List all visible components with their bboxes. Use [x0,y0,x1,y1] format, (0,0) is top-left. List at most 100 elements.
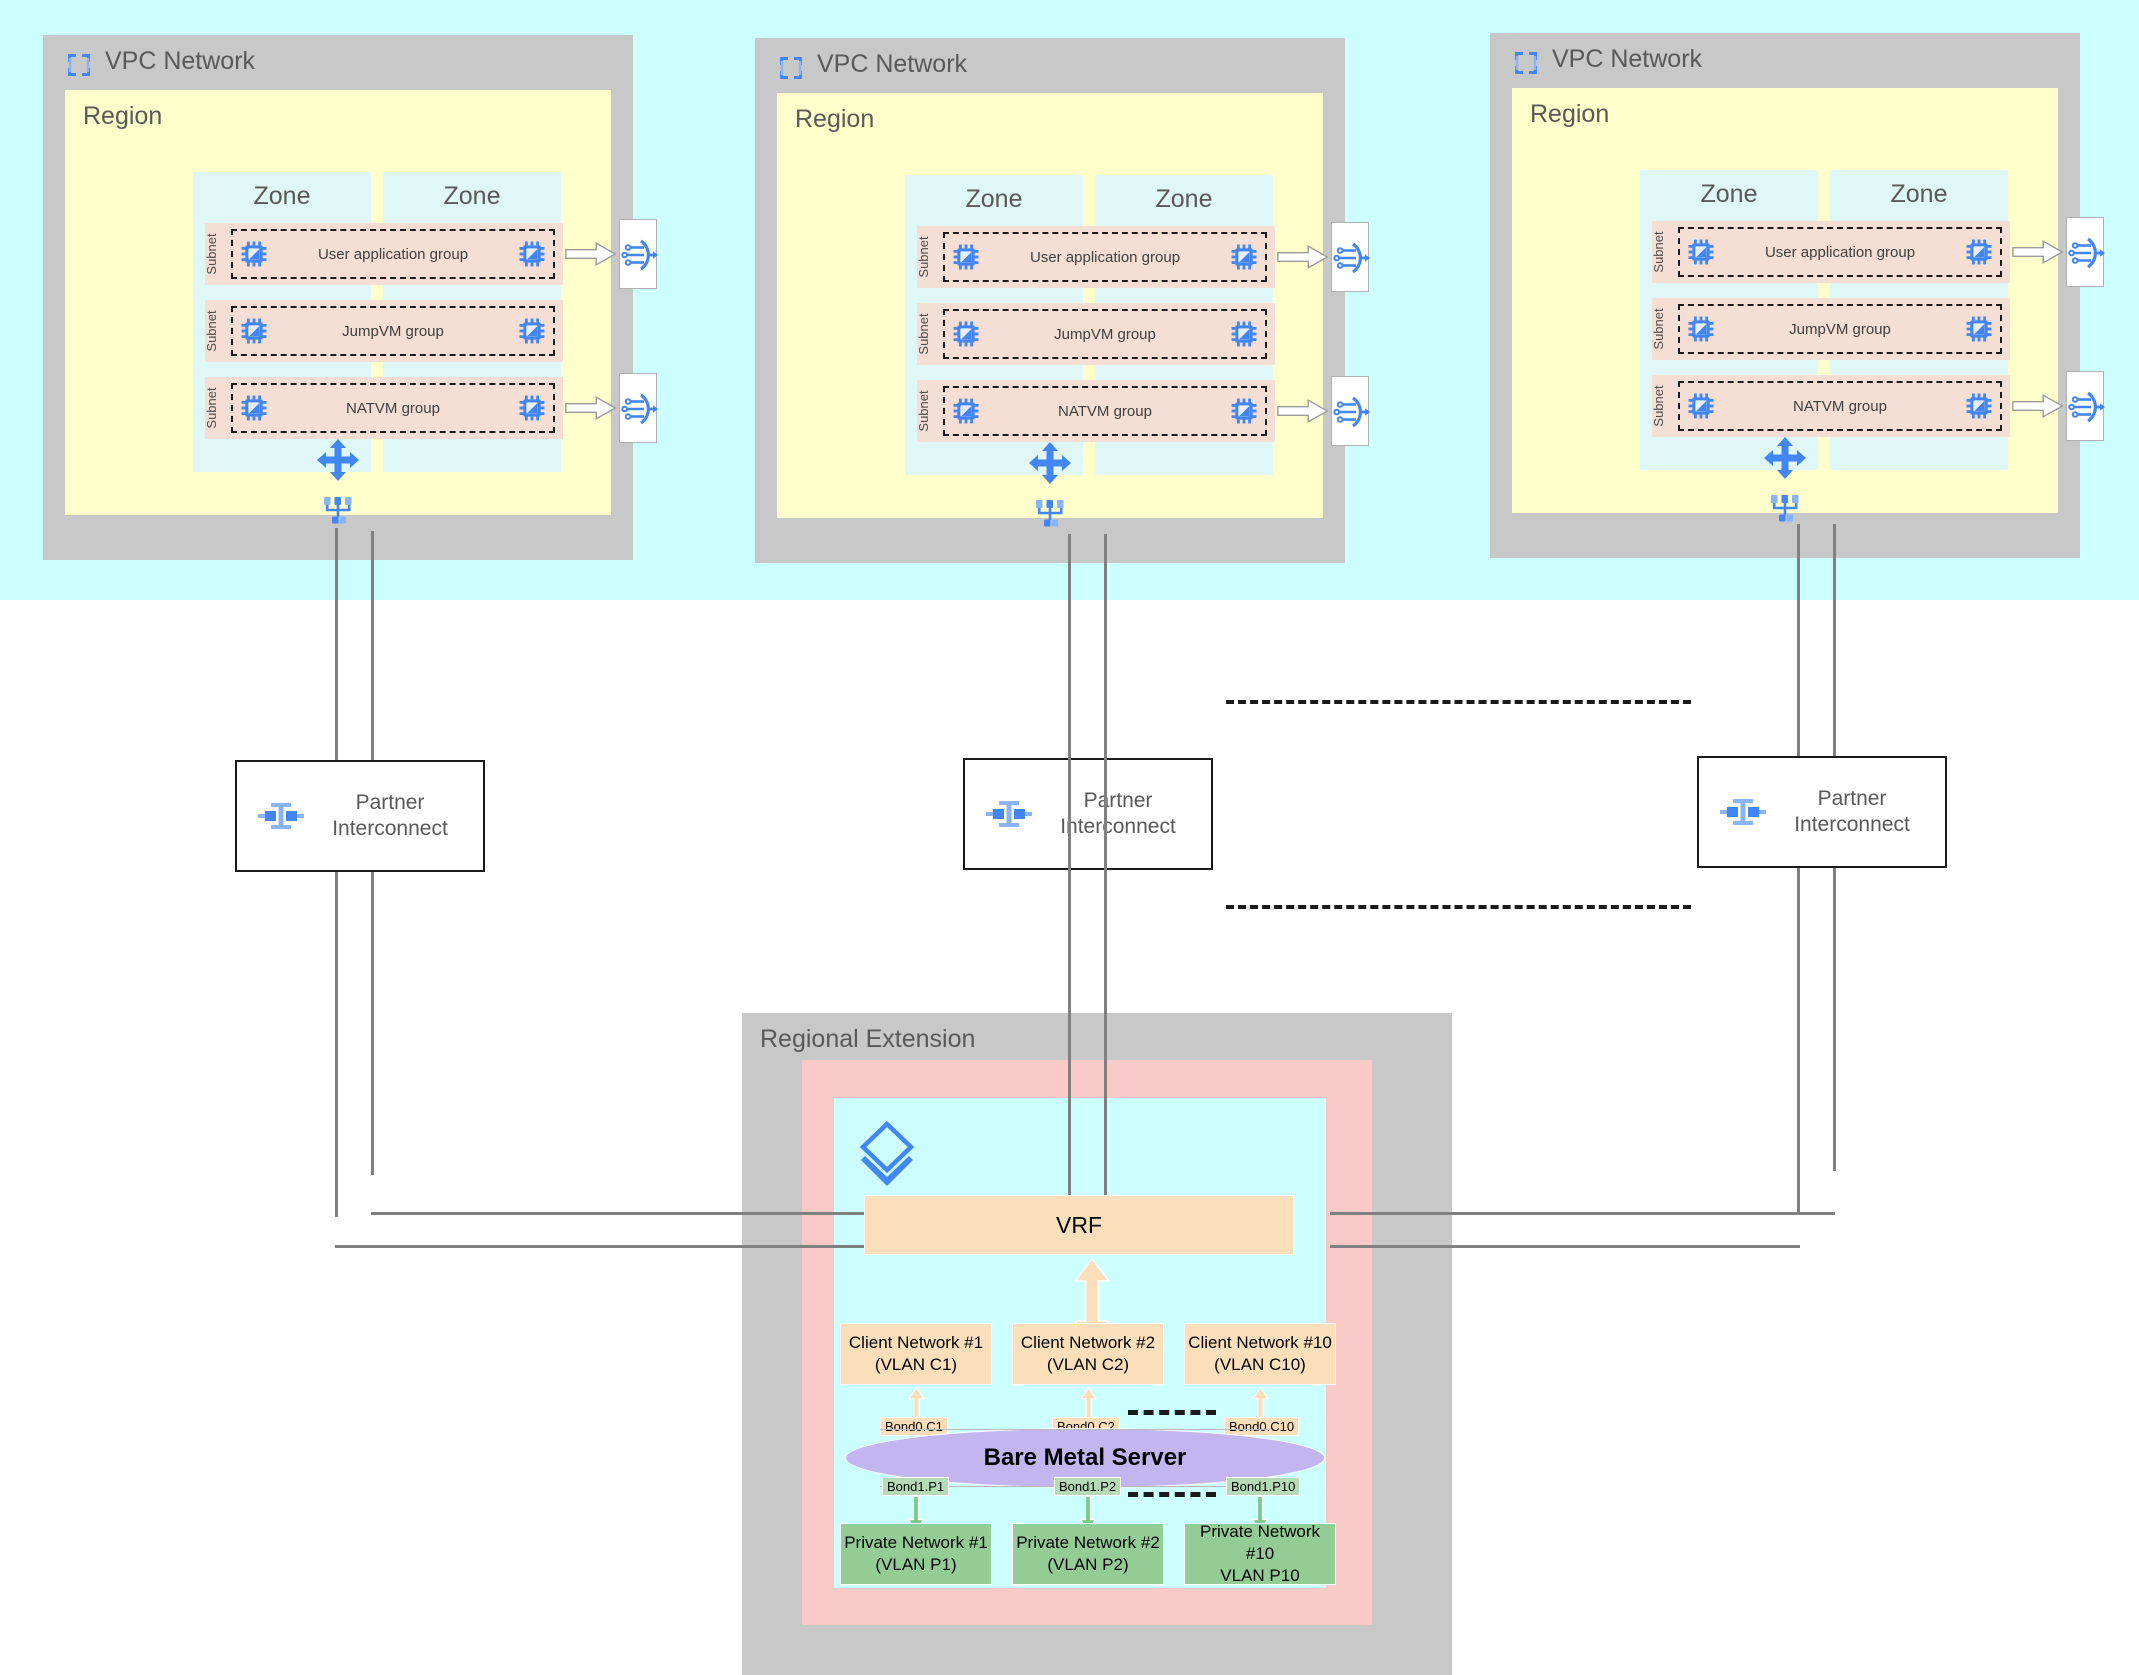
vm-chip-icon [1231,321,1257,347]
vpc1-line-a-bottom [335,872,338,1217]
instance-group-label: NATVM group [1058,402,1152,420]
regional-extension-title: Regional Extension [760,1025,976,1053]
partner-interconnect-icon [1720,799,1766,825]
instance-group-label: User application group [317,245,469,263]
private-network-line2: #10 [1245,1543,1275,1563]
gateway-box-1 [1331,222,1370,292]
flow-arrow-right-icon [1277,398,1329,424]
vm-chip-icon [953,244,979,270]
subnet-label: Subnet [1651,231,1667,273]
private-network-1: Private Network #1 (VLAN P1) [840,1523,992,1585]
ellipsis-separator-inner-1 [1128,1410,1216,1415]
private-network-line3: VLAN P10 [1220,1566,1300,1586]
bond0-tag-3: Bond0.C10 [1224,1417,1300,1436]
vm-chip-icon [519,241,545,267]
vm-chip-icon [1688,239,1714,265]
flow-arrow-right-icon [1277,244,1329,270]
instance-group-3: NATVM group [231,383,555,433]
vpc3-line-a-bottom [1797,868,1800,1214]
vpc3-line-b-bottom [1833,868,1836,1171]
vpc-network-title: VPC Network [1552,45,1703,73]
zone-title: Zone [443,182,501,210]
cloud-nat-gateway-icon [1333,242,1370,274]
instance-group-label: JumpVM group [1789,320,1891,338]
cloud-nat-gateway-icon [621,393,658,425]
zone-title: Zone [1700,180,1758,208]
vrf-box: VRF [864,1195,1294,1255]
subnet-label: Subnet [916,313,932,355]
subnet-label: Subnet [204,310,220,352]
vpc-network-title: VPC Network [817,50,968,78]
instance-group-3: NATVM group [943,386,1267,436]
bond1-tag-1: Bond1.P1 [882,1477,950,1496]
layers-stack-icon [859,1120,915,1186]
ellipsis-separator-inner-2 [1128,1492,1216,1497]
vm-chip-icon [1966,239,1992,265]
vpc1-line-a-horizontal [335,1245,864,1248]
vpc1-line-b-top [371,531,374,760]
vpc2-line-b [1104,534,1107,1195]
cloud-nat-gateway-icon [621,239,658,271]
zone-title: Zone [1890,180,1948,208]
vpc1-line-b-horizontal [371,1212,864,1215]
vm-chip-icon [519,318,545,344]
vm-chip-icon [241,241,267,267]
gateway-box-1 [2066,217,2105,287]
cloud-nat-gateway-icon [1333,396,1370,428]
subnet-label: Subnet [1651,385,1667,427]
private-network-line1: Private Network #2 [1016,1532,1160,1552]
subnet-2: Subnet JumpVM group [916,303,1275,365]
vpc2-line-a [1068,534,1071,1195]
instance-group-label: JumpVM group [1054,325,1156,343]
instance-group-label: NATVM group [346,399,440,417]
partner-interconnect-line1: Partner [1817,786,1887,810]
ellipsis-separator-2 [1226,905,1691,909]
client-network-2: Client Network #2(VLAN C2) [1012,1323,1164,1385]
vpc-network-icon [1515,52,1537,74]
vm-chip-icon [241,395,267,421]
region-title: Region [795,105,875,133]
private-network-line2: (VLAN P1) [875,1555,957,1574]
subnet-tree-icon [1771,495,1799,522]
client-network-line1: Client Network #1 [848,1332,984,1352]
zone-title: Zone [253,182,311,210]
client-network-line1: Client Network #2 [1020,1332,1156,1352]
instance-group-3: NATVM group [1678,381,2002,431]
private-network-line1: Private Network [1200,1521,1320,1541]
bond0-tag-1: Bond0.C1 [880,1417,948,1436]
instance-group-2: JumpVM group [231,306,555,356]
private-network-line1: Private Network #1 [844,1532,988,1552]
gateway-box-3 [2066,371,2105,441]
subnet-3: Subnet NATVM group [1651,375,2010,437]
cloud-router-icon [1029,442,1071,484]
gateway-box-3 [619,373,658,443]
cloud-nat-gateway-icon [2068,237,2105,269]
subnet-tree-icon [324,497,352,524]
gateway-box-1 [619,219,658,289]
instance-group-label: JumpVM group [342,322,444,340]
vm-chip-icon [1688,316,1714,342]
vm-chip-icon [953,398,979,424]
partner-interconnect-line1: Partner [1083,788,1153,812]
partner-interconnect-icon [258,803,304,829]
vpc3-line-b-horizontal [1330,1212,1835,1215]
bond0-link-line [880,1429,1270,1430]
subnet-tree-icon [1036,500,1064,527]
flow-arrow-right-icon [2012,393,2064,419]
vpc-network-icon [780,57,802,79]
region-title: Region [83,102,163,130]
flow-arrow-right-icon [2012,239,2064,265]
